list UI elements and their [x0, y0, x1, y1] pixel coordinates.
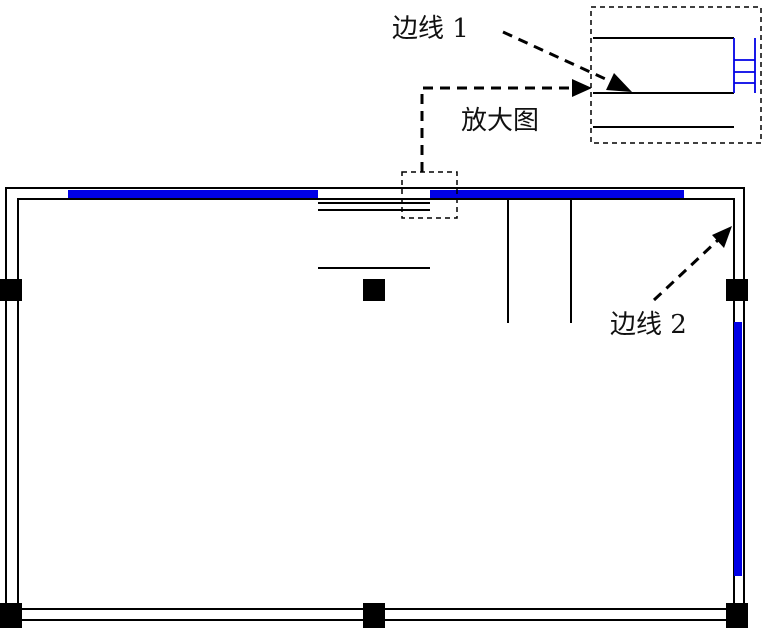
edge1-label: 边线 1	[392, 14, 469, 44]
columns	[0, 279, 748, 628]
edge1-arrow	[502, 30, 613, 84]
column	[0, 279, 22, 301]
edge2-arrow	[652, 238, 720, 302]
highlighted-edges	[68, 190, 742, 576]
column	[363, 603, 385, 628]
zoom-source-box	[401, 171, 458, 219]
right-highlight	[734, 322, 742, 576]
interior-partitions	[318, 199, 572, 323]
column	[726, 279, 748, 301]
zoom-connector-arrowhead	[572, 79, 592, 97]
edge2-label: 边线 2	[610, 310, 687, 340]
outer-walls	[5, 187, 745, 621]
edge2-arrowhead	[712, 226, 732, 248]
column	[363, 279, 385, 301]
zoom-label: 放大图	[461, 106, 540, 136]
edge1-arrowhead	[606, 73, 632, 92]
top-highlight-left	[68, 190, 318, 198]
column	[726, 603, 748, 628]
magnified-view	[590, 6, 762, 144]
column	[0, 603, 22, 628]
top-highlight-right	[430, 190, 684, 198]
